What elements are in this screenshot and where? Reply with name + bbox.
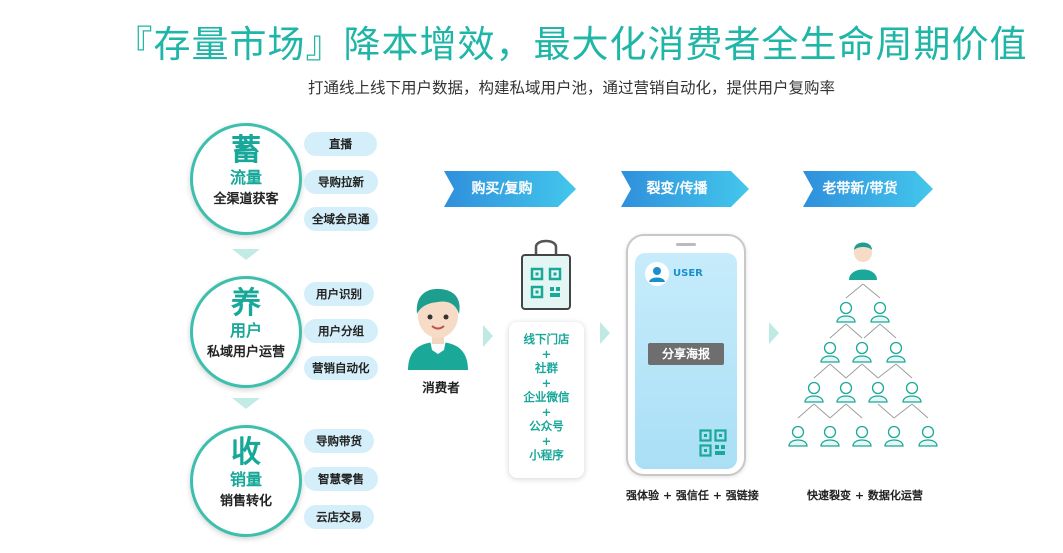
phone-speaker <box>676 243 696 246</box>
user-avatar-icon <box>645 262 669 286</box>
channel-item: 小程序 <box>529 448 564 462</box>
network-caption: 快速裂变 + 数据化运营 <box>807 489 923 502</box>
stage-small-label: 私域用户运营 <box>206 345 285 360</box>
tag-pill: 全域会员通 <box>304 207 378 231</box>
tag-pill: 用户识别 <box>304 282 374 306</box>
stage-small-label: 销售转化 <box>219 494 272 509</box>
tag-pill: 用户分组 <box>304 319 378 343</box>
channel-item: 企业微信 <box>523 390 570 404</box>
tag-pill: 营销自动化 <box>304 356 378 380</box>
phone-caption: 强体验 + 强信任 + 强链接 <box>626 489 759 502</box>
stage-mid-label: 流量 <box>229 168 262 187</box>
page-subtitle: 打通线上线下用户数据，构建私域用户池，通过营销自动化，提供用户复购率 <box>307 79 835 97</box>
arrow-shape <box>444 171 576 207</box>
qr-code-icon <box>699 429 727 457</box>
chevron-right-icon <box>600 322 610 344</box>
tag-pill: 导购拉新 <box>304 170 378 194</box>
flow-arrow-label: 老带新/带货 <box>822 181 898 197</box>
stage-small-label: 全渠道获客 <box>213 192 279 207</box>
channel-plus: + <box>541 404 552 419</box>
page-title: 『存量市场』降本增效，最大化消费者全生命周期价值 <box>115 23 1028 66</box>
phone-user-label: USER <box>673 268 703 279</box>
stage-down-arrow <box>232 398 260 409</box>
channel-plus: + <box>541 375 552 390</box>
tag-pill: 直播 <box>304 132 377 156</box>
tag-pill: 智慧零售 <box>304 467 378 491</box>
stage-big-char: 养 <box>231 286 261 321</box>
consumer-avatar-icon <box>408 288 468 370</box>
chevron-right-icon <box>483 325 493 347</box>
stage-big-char: 收 <box>231 435 261 470</box>
stage-circle-sales: 收 销量 销售转化 <box>190 425 302 537</box>
channel-plus: + <box>541 346 552 361</box>
flow-arrow-label: 裂变/传播 <box>646 181 708 197</box>
tag-pill: 导购带货 <box>304 429 374 453</box>
flow-arrow-spread: 裂变/传播 <box>621 171 749 207</box>
flow-arrow-referral: 老带新/带货 <box>803 171 933 207</box>
channels-card: 线下门店 + 社群 + 企业微信 + 公众号 + 小程序 <box>509 322 584 478</box>
top-user-icon <box>849 242 877 280</box>
chevron-right-icon <box>769 322 779 344</box>
flow-arrow-label: 购买/复购 <box>471 181 533 197</box>
stage-mid-label: 用户 <box>229 321 262 340</box>
stage-mid-label: 销量 <box>229 470 262 489</box>
share-poster-button: 分享海报 <box>648 343 724 365</box>
stage-big-char: 蓄 <box>231 133 261 168</box>
stage-down-arrow <box>232 249 260 260</box>
channel-item: 社群 <box>535 361 558 375</box>
shopping-bag-qr-icon <box>521 239 571 310</box>
stage-circle-users: 养 用户 私域用户运营 <box>190 276 302 388</box>
consumer-label: 消费者 <box>422 380 460 395</box>
arrow-shape <box>621 171 749 207</box>
channel-item: 公众号 <box>529 419 564 433</box>
channel-item: 线下门店 <box>523 332 570 346</box>
flow-arrow-purchase: 购买/复购 <box>444 171 576 207</box>
tag-pill: 云店交易 <box>304 505 374 529</box>
arrow-shape <box>803 171 933 207</box>
referral-network-icon <box>788 242 938 447</box>
stage-circle-traffic: 蓄 流量 全渠道获客 <box>190 123 302 235</box>
channel-plus: + <box>541 433 552 448</box>
